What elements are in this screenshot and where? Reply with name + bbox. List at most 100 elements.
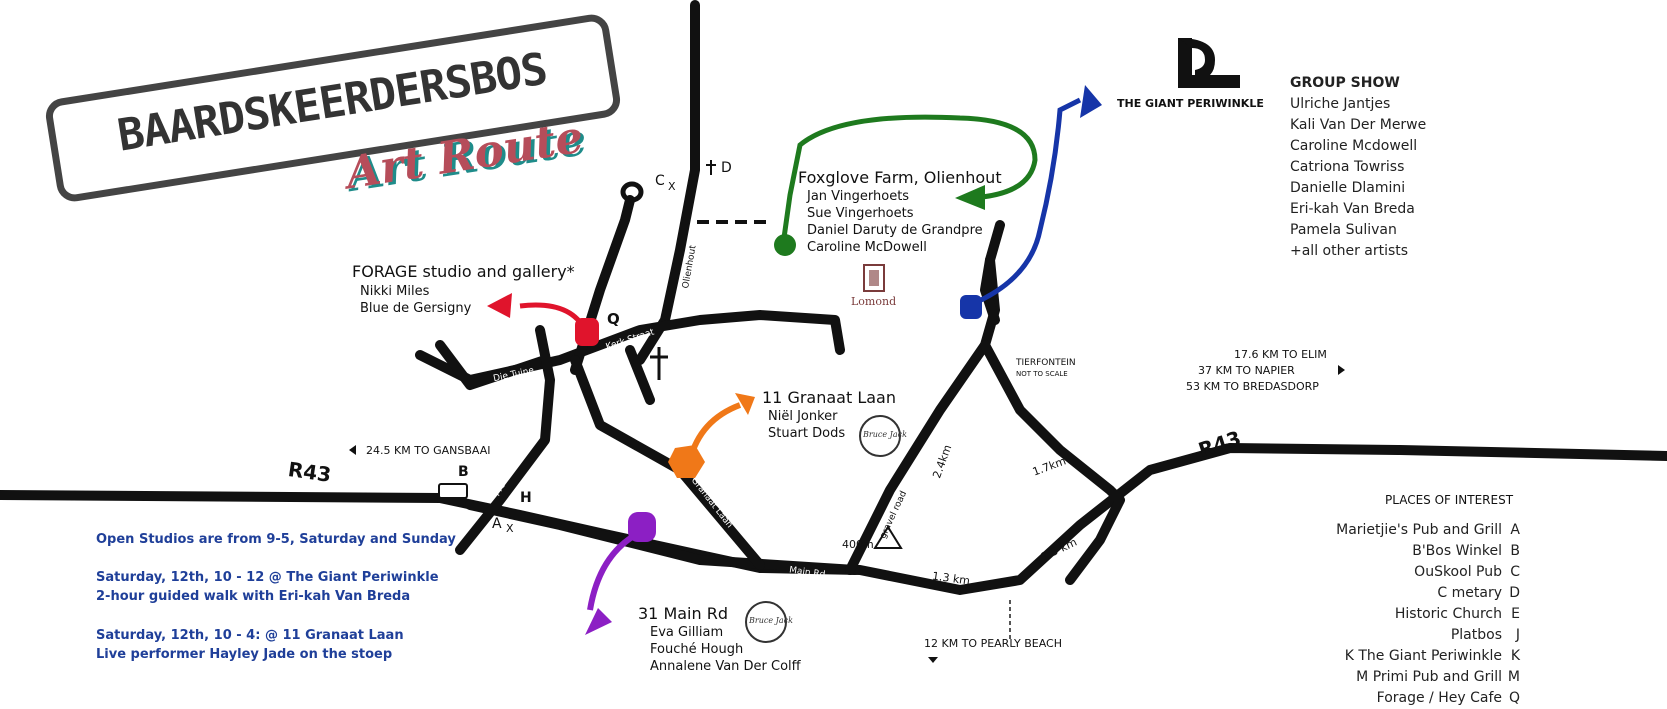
dest-elim: 17.6 KM TO ELIM bbox=[1234, 348, 1327, 361]
granaat-arrowhead bbox=[735, 393, 755, 415]
group-show-artist: +all other artists bbox=[1290, 243, 1409, 259]
poi-row: Historic Church E bbox=[1325, 604, 1520, 625]
dest-napier: 37 KM TO NAPIER bbox=[1198, 364, 1295, 377]
arrow-left-gansbaai-icon bbox=[349, 445, 356, 455]
mainrd-pin bbox=[628, 512, 656, 542]
granaat-pin bbox=[668, 445, 705, 478]
mainrd-title: 31 Main Rd bbox=[638, 604, 728, 623]
bruce-jack-logo-text: Bruce Jack bbox=[863, 430, 907, 439]
tierfontein-label: TIERFONTEIN bbox=[1016, 358, 1076, 368]
poi-name: M Primi Pub and Grill bbox=[1356, 669, 1502, 685]
poi-row: M Primi Pub and Grill M bbox=[1325, 667, 1520, 688]
mainrd-arrowhead bbox=[585, 608, 612, 635]
info-walk-desc: 2-hour guided walk with Eri-kah Van Bred… bbox=[96, 589, 411, 604]
marker-b: B bbox=[458, 464, 469, 480]
poi-row: Marietjie's Pub and Grill A bbox=[1325, 520, 1520, 541]
marker-a: A bbox=[492, 516, 502, 532]
dest-gansbaai: 24.5 KM TO GANSBAAI bbox=[366, 444, 491, 457]
artist: Eva Gilliam bbox=[650, 625, 724, 640]
periwinkle-arrowhead bbox=[1080, 85, 1102, 118]
group-show-heading: GROUP SHOW bbox=[1290, 75, 1400, 91]
periwinkle-pin bbox=[960, 295, 982, 319]
group-show-artist: Caroline Mcdowell bbox=[1290, 138, 1418, 154]
marker-c-x: X bbox=[668, 180, 676, 193]
poi-name: Historic Church bbox=[1394, 606, 1502, 622]
road-protea-straat bbox=[455, 325, 555, 555]
foxglove-pin bbox=[774, 234, 796, 256]
poi-code: C bbox=[1510, 564, 1520, 580]
poi-heading: PLACES OF INTEREST bbox=[1385, 493, 1514, 507]
periwinkle-logo-icon bbox=[1178, 38, 1240, 88]
granaat-title: 11 Granaat Laan bbox=[762, 388, 896, 407]
granaat-artists: Niël Jonker Stuart Dods bbox=[768, 408, 845, 442]
poi-code: K bbox=[1510, 648, 1520, 664]
lomond-logo-text: Lomond bbox=[851, 295, 897, 308]
mainrd-artists: Eva Gilliam Fouché Hough Annalene Van De… bbox=[650, 624, 801, 675]
marker-a-x: X bbox=[506, 522, 514, 535]
poi-row: B'Bos Winkel B bbox=[1325, 541, 1520, 562]
cemetary-cross-icon bbox=[706, 160, 716, 175]
forage-title: FORAGE studio and gallery* bbox=[352, 262, 575, 281]
info-walk-time: Saturday, 12th, 10 - 12 @ The Giant Peri… bbox=[96, 570, 439, 585]
poi-row: Forage / Hey Cafe Q bbox=[1325, 688, 1520, 709]
artist: Nikki Miles bbox=[360, 284, 430, 299]
road-granaat-laan bbox=[570, 355, 765, 570]
group-show-artist: Eri-kah Van Breda bbox=[1290, 201, 1415, 217]
road-die-tuine bbox=[435, 340, 550, 390]
group-show: GROUP SHOW Ulriche Jantjes Kali Van Der … bbox=[1290, 73, 1426, 262]
artist: Jan Vingerhoets bbox=[807, 189, 910, 204]
info-hours: Open Studios are from 9-5, Saturday and … bbox=[96, 532, 456, 547]
artist: Stuart Dods bbox=[768, 426, 846, 441]
foxglove-route bbox=[780, 114, 1038, 246]
poi-code: E bbox=[1511, 606, 1520, 622]
dest-bredasdorp: 53 KM TO BREDASDORP bbox=[1186, 380, 1319, 393]
artist: Blue de Gersigny bbox=[360, 301, 472, 316]
info-performer-desc: Live performer Hayley Jade on the stoep bbox=[96, 647, 393, 662]
artist: Annalene Van Der Colff bbox=[650, 659, 801, 674]
group-show-artist: Pamela Sulivan bbox=[1290, 222, 1397, 238]
poi-row: OuSkool Pub C bbox=[1325, 562, 1520, 583]
poi-code: J bbox=[1515, 627, 1520, 643]
bruce-jack-logo-icon bbox=[745, 415, 901, 643]
group-show-artist: Danielle Dlamini bbox=[1290, 180, 1406, 196]
forage-arrowhead bbox=[487, 293, 512, 318]
foxglove-artists: Jan Vingerhoets Sue Vingerhoets Daniel D… bbox=[807, 188, 983, 256]
poi-code: Q bbox=[1508, 690, 1520, 706]
poi-code: M bbox=[1507, 669, 1520, 685]
lomond-logo-icon bbox=[863, 264, 885, 292]
poi-name: Forage / Hey Cafe bbox=[1376, 690, 1502, 706]
road-short-south bbox=[625, 345, 655, 405]
poi-code: D bbox=[1509, 585, 1520, 601]
artist: Niël Jonker bbox=[768, 409, 838, 424]
poi-name: Platbos bbox=[1450, 627, 1502, 643]
group-show-artist: Kali Van Der Merwe bbox=[1290, 117, 1427, 133]
foxglove-title: Foxglove Farm, Olienhout bbox=[798, 168, 1002, 187]
poi-row: Platbos J bbox=[1325, 625, 1520, 646]
artist: Caroline McDowell bbox=[807, 240, 927, 255]
poi-name: Marietjie's Pub and Grill bbox=[1336, 522, 1502, 538]
periwinkle-label: THE GIANT PERIWINKLE bbox=[1117, 97, 1264, 110]
dest-pearly-beach: 12 KM TO PEARLY BEACH bbox=[924, 637, 1062, 650]
poi-row: K The Giant Periwinkle K bbox=[1325, 646, 1520, 667]
bruce-jack-logo-text-2: Bruce Jack bbox=[749, 616, 793, 625]
artist: Sue Vingerhoets bbox=[807, 206, 914, 221]
road-main-rd bbox=[465, 500, 860, 575]
poi-name: K The Giant Periwinkle bbox=[1344, 648, 1502, 664]
arrow-down-pearly-icon bbox=[928, 657, 938, 663]
poi-name: B'Bos Winkel bbox=[1412, 543, 1502, 559]
forage-pin bbox=[575, 318, 599, 346]
arrow-right-napier-icon bbox=[1338, 365, 1345, 375]
marker-d: D bbox=[721, 160, 732, 176]
poi-code: A bbox=[1510, 522, 1520, 538]
loop-c bbox=[620, 181, 644, 203]
marker-h: H bbox=[520, 490, 532, 506]
road-top-foxglove bbox=[980, 255, 1000, 325]
group-show-artist: Catriona Towriss bbox=[1290, 159, 1405, 175]
poi-name: OuSkool Pub bbox=[1414, 564, 1502, 580]
foxglove-arrowhead bbox=[955, 185, 985, 210]
marker-c: C bbox=[655, 173, 665, 189]
poi-code: B bbox=[1510, 543, 1520, 559]
